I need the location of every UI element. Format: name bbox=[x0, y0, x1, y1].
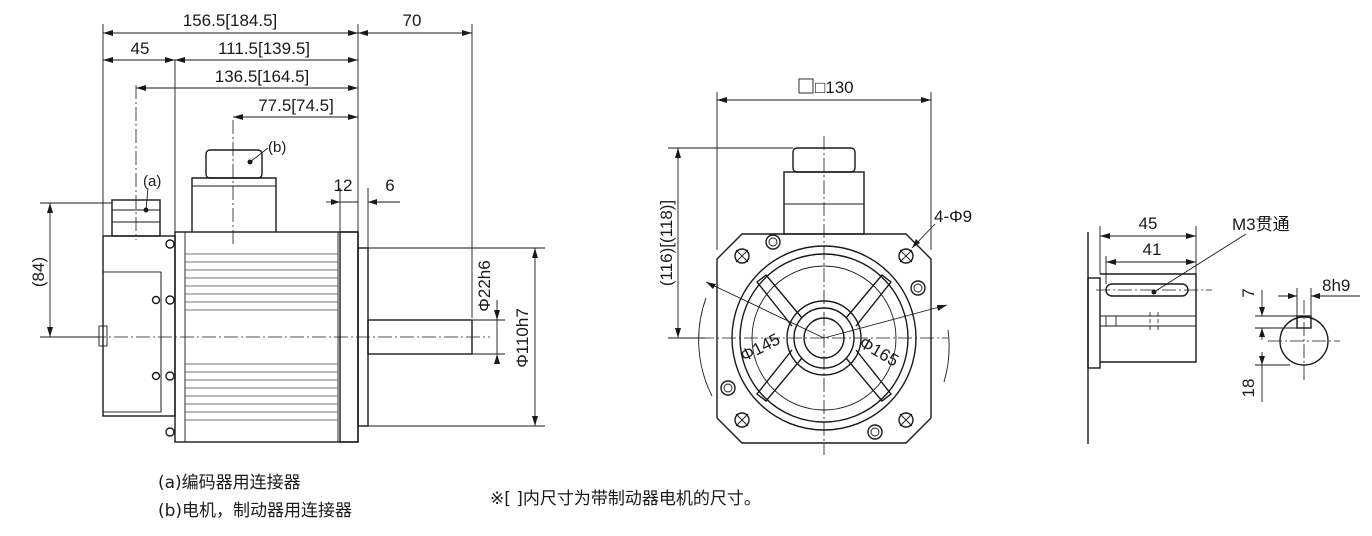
dim-key-depth: 7 bbox=[1239, 288, 1258, 297]
mounting-hole bbox=[898, 248, 914, 264]
dim-front-height: (116)[(118)] bbox=[657, 200, 676, 286]
dim-outer-circle: Φ165 bbox=[856, 333, 902, 370]
cooling-fins bbox=[185, 253, 338, 421]
encoder-cover-inner bbox=[102, 271, 162, 413]
dim-spigot-dia: Φ110h7 bbox=[513, 308, 532, 368]
dim-flange-to-back: 136.5[164.5] bbox=[215, 67, 310, 86]
dim-height: (84) bbox=[29, 257, 48, 287]
shaft-detail-dimensions bbox=[1099, 226, 1360, 402]
dim-shaft-length: 70 bbox=[403, 11, 422, 30]
label-a: (a) bbox=[143, 173, 161, 190]
encoder-cover bbox=[102, 235, 176, 417]
front-view bbox=[698, 136, 950, 455]
detail-shaft bbox=[1100, 273, 1197, 363]
mounting-hole bbox=[734, 248, 750, 264]
dim-detail-45: 45 bbox=[1139, 214, 1158, 233]
note-power-connector: (b)电机，制动器用连接器 bbox=[158, 501, 353, 521]
note-bracket-dimensions: ※[ ]内尺寸为带制动器电机的尺寸。 bbox=[490, 489, 761, 509]
side-view-dimensions bbox=[40, 24, 545, 427]
front-view-dimensions bbox=[668, 92, 948, 339]
label-b: (b) bbox=[268, 139, 286, 156]
dim-key-width: 8h9 bbox=[1322, 276, 1350, 295]
dim-body: 111.5[139.5] bbox=[218, 39, 310, 58]
dim-detail-41: 41 bbox=[1143, 240, 1162, 259]
side-view-dimension-text: 156.5[184.5] 70 45 111.5[139.5] 136.5[16… bbox=[29, 11, 532, 368]
shaft-detail-dimension-text: 45 41 M3贯通 8h9 7 18 bbox=[1139, 214, 1351, 397]
side-view bbox=[92, 85, 490, 443]
detail-flange bbox=[1087, 277, 1101, 369]
dim-connector-pos: 77.5[74.5] bbox=[258, 96, 334, 115]
dim-shaft-height: 18 bbox=[1239, 379, 1258, 398]
square-symbol bbox=[798, 78, 814, 94]
dim-shaft-dia: Φ22h6 bbox=[475, 260, 494, 311]
mounting-hole bbox=[734, 412, 750, 428]
dim-encoder: 45 bbox=[131, 39, 150, 58]
dim-thread: M3贯通 bbox=[1232, 215, 1290, 234]
note-encoder-connector: (a)编码器用连接器 bbox=[158, 473, 301, 493]
dim-flange: 12 bbox=[334, 176, 353, 195]
dim-holes: 4-Φ9 bbox=[934, 207, 972, 226]
front-view-dimension-text: □130 (116)[(118)] 4-Φ9 Φ145 Φ165 bbox=[657, 78, 972, 370]
mounting-hole bbox=[898, 412, 914, 428]
dim-spigot: 6 bbox=[385, 176, 394, 195]
dim-bolt-circle: Φ145 bbox=[737, 330, 783, 366]
shaft-detail bbox=[1087, 232, 1340, 444]
dim-square: □130 bbox=[815, 78, 854, 97]
flange-square bbox=[716, 233, 932, 444]
dim-overall: 156.5[184.5] bbox=[183, 11, 278, 30]
